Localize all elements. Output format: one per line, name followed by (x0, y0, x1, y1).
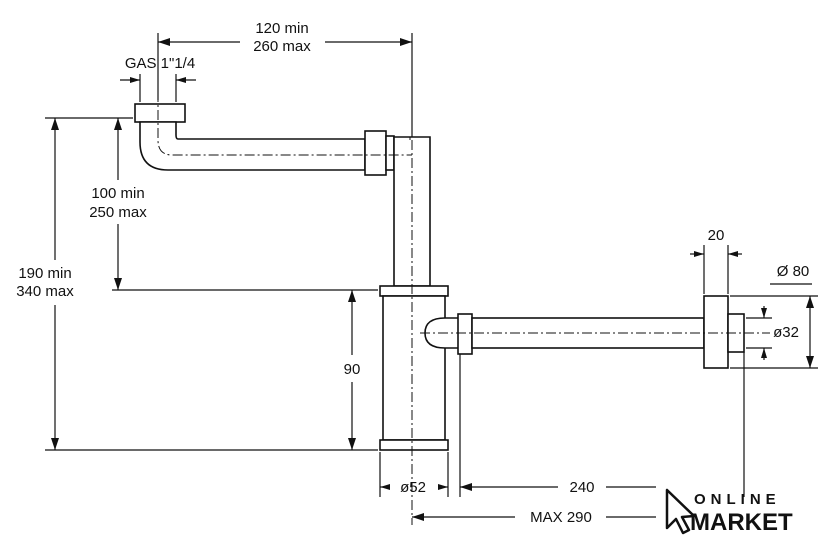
dim-dia-80: Ø 80 (777, 263, 810, 280)
bottle-bottom-ring (379, 439, 449, 451)
horizontal-arm-nut (364, 130, 387, 176)
dim-dia-32: ø32 (773, 324, 799, 341)
bottle-body (382, 295, 446, 441)
bottle-top-ring (379, 285, 449, 297)
dim-250-max: 250 max (89, 204, 147, 221)
dim-dia-52: ø52 (400, 479, 426, 496)
inlet-cap (134, 103, 186, 123)
wall-flange (703, 295, 729, 369)
onlinemarket-logo: ONLINE MARKET (665, 488, 793, 536)
dim-100-min: 100 min (91, 185, 144, 202)
dim-260-max: 260 max (253, 38, 311, 55)
logo-line-online: ONLINE (694, 491, 781, 508)
dim-max-290: MAX 290 (530, 509, 592, 526)
dim-90: 90 (344, 361, 361, 378)
dim-240: 240 (569, 479, 594, 496)
inlet-elbow-pipe (139, 121, 366, 171)
centerline-inlet (157, 92, 412, 156)
dim-120-min: 120 min (255, 20, 308, 37)
dim-gas-thread: GAS 1"1/4 (125, 55, 195, 72)
outlet-nut (457, 313, 473, 355)
dim-190-min: 190 min (18, 265, 71, 282)
cursor-icon (665, 488, 696, 535)
horizontal-arm-nut-ring (385, 135, 395, 171)
dim-340-max: 340 max (16, 283, 74, 300)
dim-20: 20 (708, 227, 725, 244)
logo-line-market: MARKET (690, 509, 793, 536)
